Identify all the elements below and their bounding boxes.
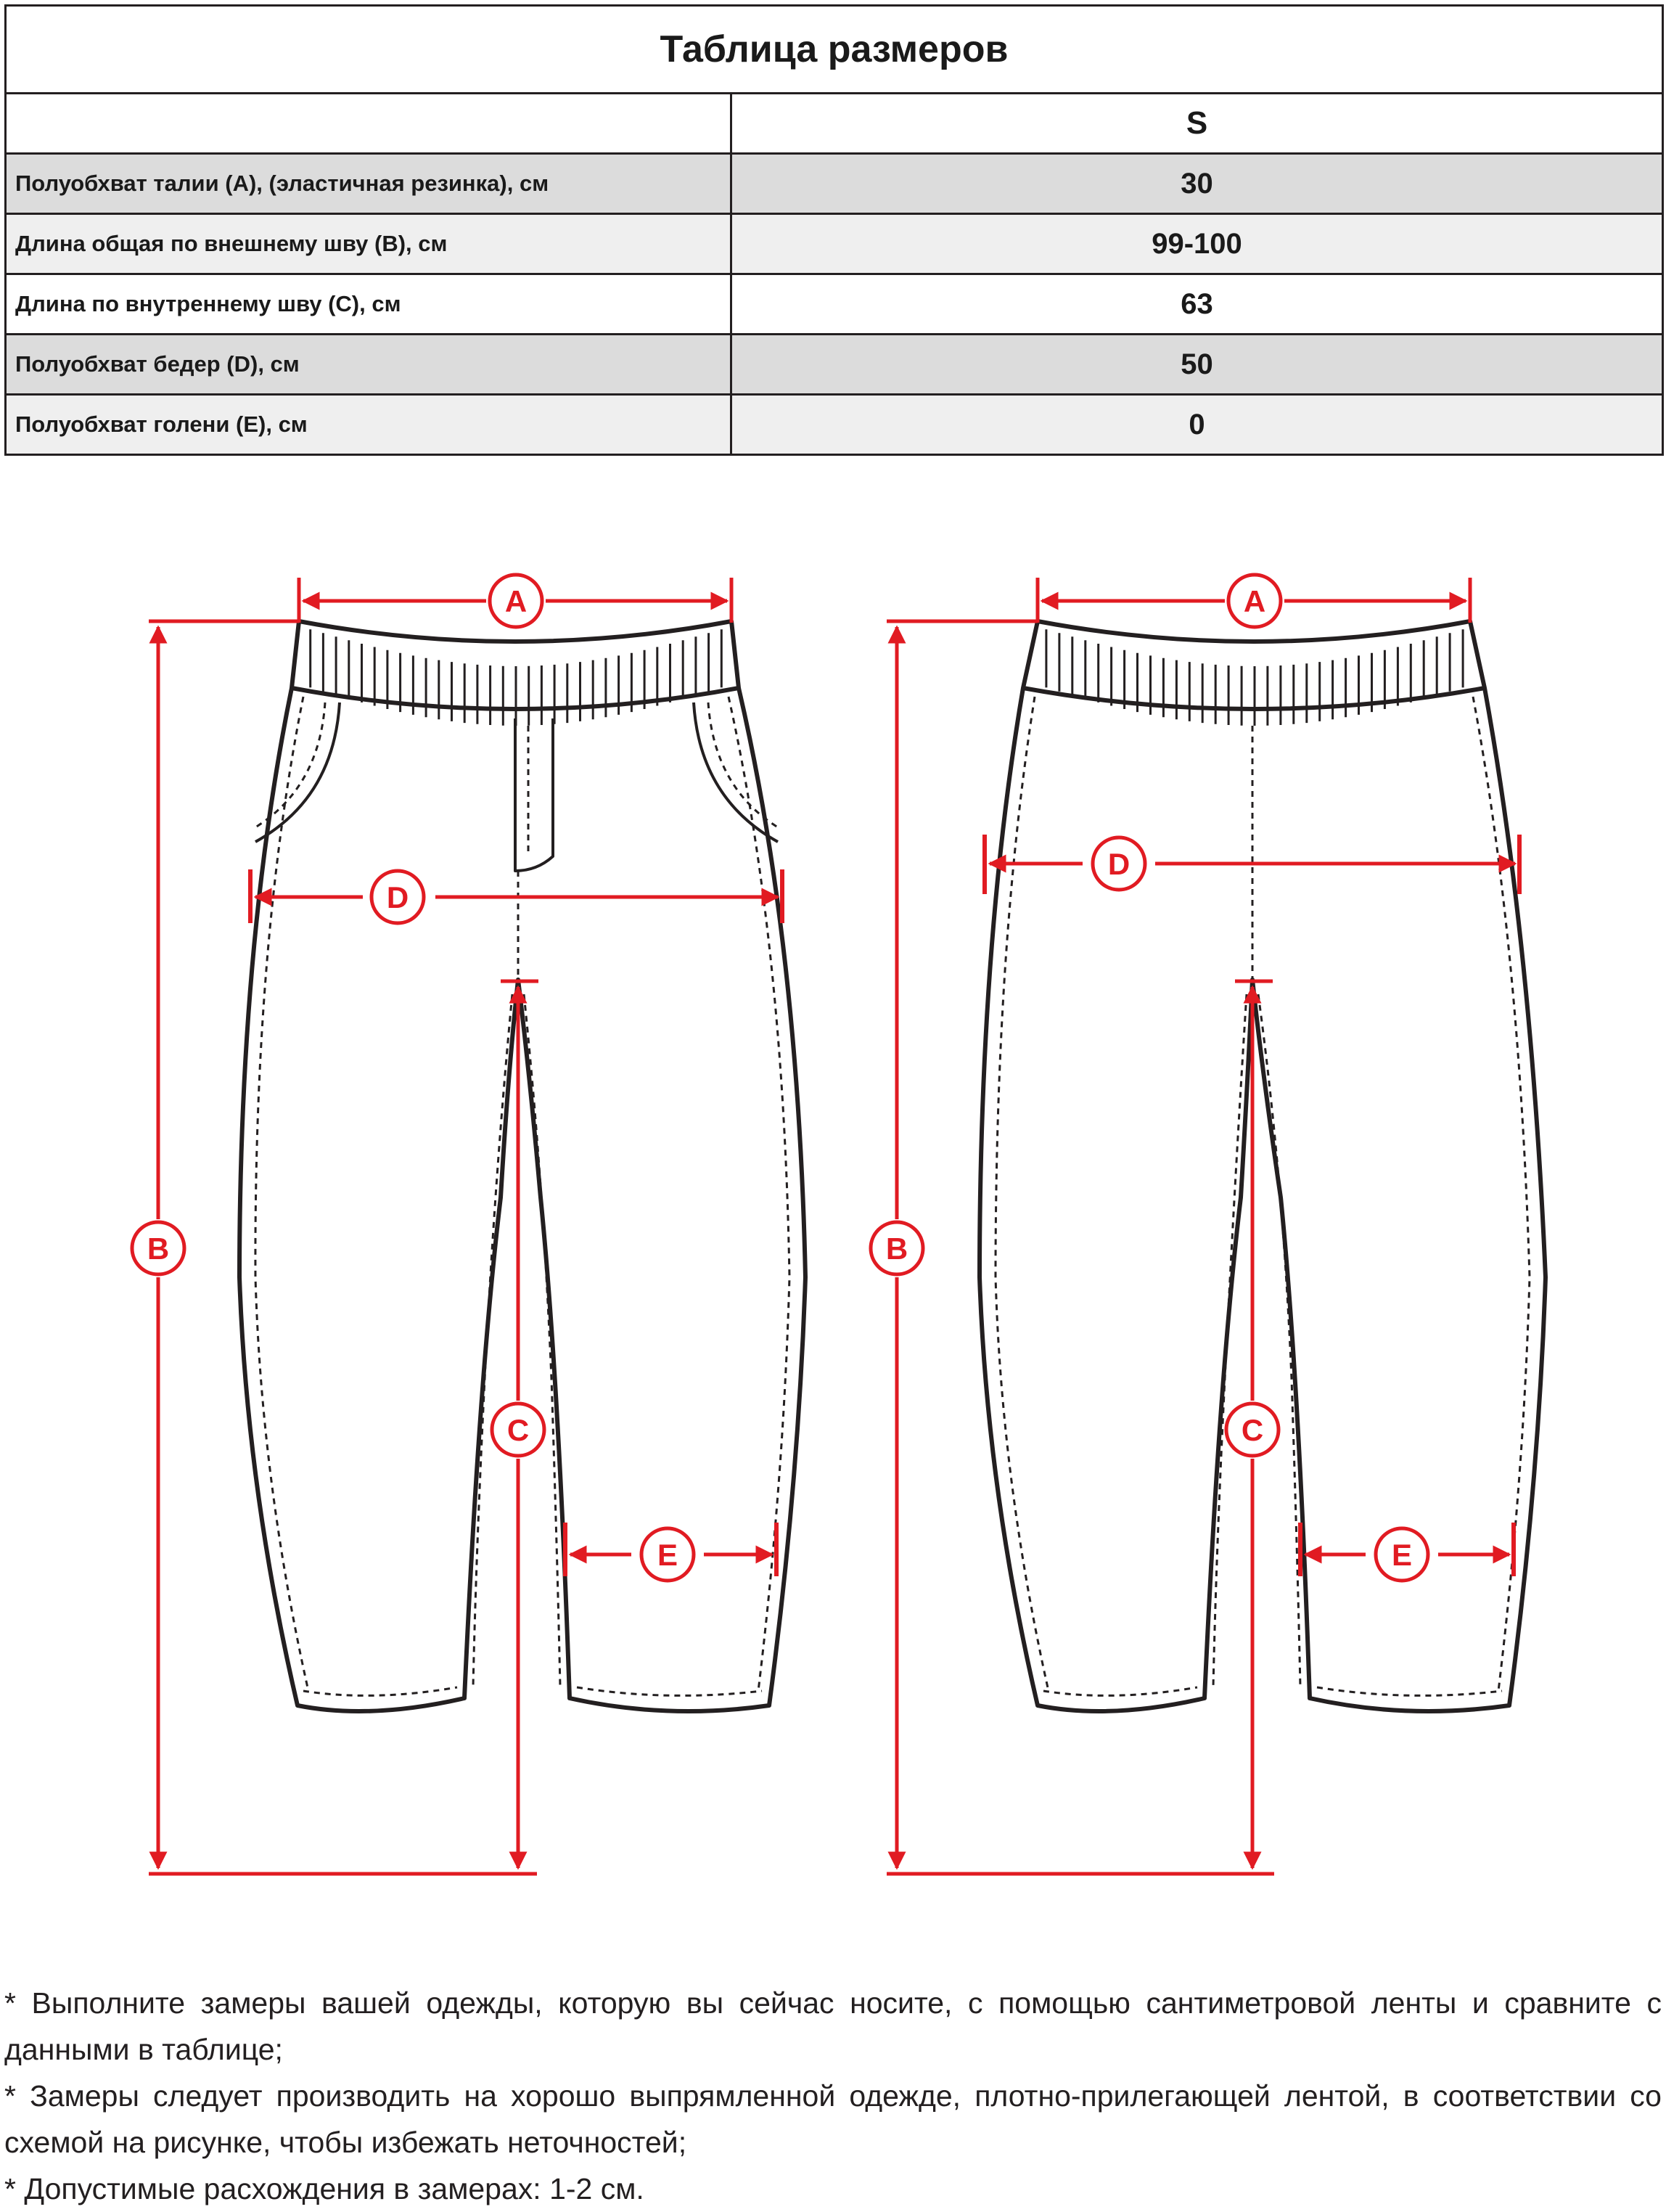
measurement-value: 99-100 — [730, 213, 1664, 275]
marker-e-back: E — [1374, 1526, 1430, 1583]
svg-text:B: B — [147, 1232, 169, 1266]
note-item: * Выполните замеры вашей одежды, которую… — [4, 1986, 1662, 2066]
svg-text:B: B — [886, 1232, 908, 1266]
measurement-value: 50 — [730, 333, 1664, 396]
header-empty-cell — [4, 92, 732, 155]
marker-a-front: A — [488, 573, 544, 629]
marker-c-back: C — [1224, 1401, 1281, 1458]
size-table: Таблица размеров S Полуобхват талии (A),… — [4, 4, 1664, 456]
waistband-ribs — [1045, 629, 1464, 726]
note-item: * Допустимые расхождения в замерах: 1-2 … — [4, 2172, 644, 2205]
svg-text:A: A — [505, 584, 527, 618]
pants-front-outline — [237, 687, 808, 1713]
front-markers: A B C D E — [130, 573, 696, 1583]
svg-text:E: E — [657, 1538, 678, 1572]
marker-d-back: D — [1091, 835, 1147, 892]
marker-b-back: B — [869, 1220, 925, 1277]
pocket-right — [692, 702, 779, 843]
measurement-label: Полуобхват бедер (D), см — [4, 333, 732, 396]
front-measure-lines — [149, 578, 784, 1876]
marker-e-front: E — [639, 1526, 696, 1583]
table-row: Длина общая по внешнему шву (B), см 99-1… — [4, 213, 1664, 275]
table-title: Таблица размеров — [4, 4, 1664, 94]
waistband-ribs — [309, 629, 723, 726]
marker-c-front: C — [490, 1401, 546, 1458]
back-measure-lines — [887, 578, 1522, 1876]
svg-text:C: C — [1242, 1413, 1263, 1447]
pocket-left — [255, 702, 341, 843]
measurement-notes: * Выполните замеры вашей одежды, которую… — [4, 1980, 1662, 2212]
back-markers: A B C D E — [869, 573, 1430, 1583]
measurement-label: Полуобхват голени (E), см — [4, 393, 732, 456]
svg-text:D: D — [387, 880, 409, 914]
table-header-row: S — [4, 92, 1664, 155]
pants-back-outline — [977, 687, 1548, 1713]
marker-b-front: B — [130, 1220, 186, 1277]
measurement-value: 0 — [730, 393, 1664, 456]
svg-text:C: C — [507, 1413, 529, 1447]
marker-d-front: D — [369, 869, 426, 925]
pants-front — [237, 619, 808, 1713]
measurement-diagram: A B C D E — [130, 573, 1548, 1876]
table-row: Длина по внутреннему шву (C), см 63 — [4, 273, 1664, 335]
measurement-label: Длина по внутреннему шву (C), см — [4, 273, 732, 335]
size-column-header: S — [730, 92, 1664, 155]
svg-text:E: E — [1392, 1538, 1412, 1572]
svg-text:D: D — [1108, 847, 1130, 881]
measurement-value: 63 — [730, 273, 1664, 335]
measurement-value: 30 — [730, 152, 1664, 215]
table-row: Полуобхват бедер (D), см 50 — [4, 333, 1664, 396]
measurement-label: Длина общая по внешнему шву (B), см — [4, 213, 732, 275]
marker-a-back: A — [1226, 573, 1283, 629]
fly-placket — [514, 718, 554, 872]
measurement-label: Полуобхват талии (A), (эластичная резинк… — [4, 152, 732, 215]
pants-back — [977, 619, 1548, 1713]
note-item: * Замеры следует производить на хорошо в… — [4, 2079, 1662, 2159]
table-row: Полуобхват талии (A), (эластичная резинк… — [4, 152, 1664, 215]
svg-text:A: A — [1244, 584, 1265, 618]
table-row: Полуобхват голени (E), см 0 — [4, 393, 1664, 456]
